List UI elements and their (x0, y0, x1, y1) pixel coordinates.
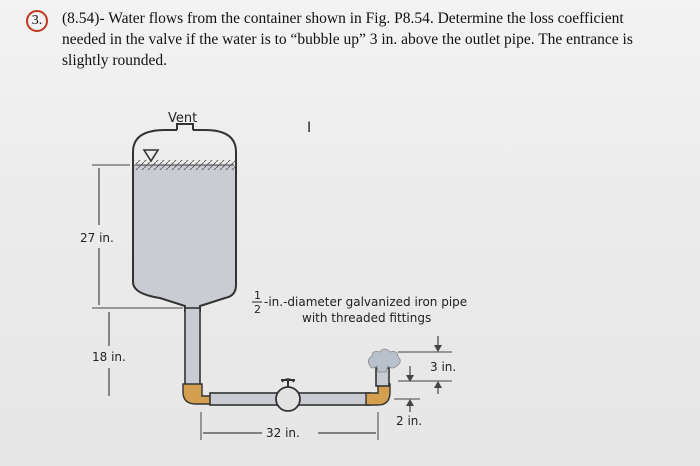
free-surface-symbol (142, 149, 160, 163)
tank-water (133, 165, 236, 310)
dim-3-arrowhead-top (434, 345, 442, 352)
dim-2-arrowhead-top (406, 375, 414, 382)
right-elbow (365, 383, 391, 406)
pipe-desc-line2: with threaded fittings (302, 311, 431, 325)
dim-3-label: 3 in. (430, 360, 456, 374)
dim-32-label: 32 in. (266, 426, 300, 440)
pipe-desc-line1: -in.-diameter galvanized iron pipe (264, 295, 467, 309)
pipe-fraction-num: 1 (254, 289, 261, 302)
vent-pipe (176, 123, 194, 130)
tank-outline (132, 129, 237, 312)
dim-3-arrowhead-bot (434, 381, 442, 388)
text-cursor-icon: I (307, 120, 311, 136)
dim-2-arrowhead-bot (406, 399, 414, 406)
dim-2-label: 2 in. (396, 414, 422, 428)
valve (275, 386, 301, 412)
problem-number: 3. (26, 10, 48, 32)
left-elbow (182, 383, 213, 405)
vertical-pipe (184, 307, 201, 387)
vent-label: Vent (168, 111, 197, 126)
problem-text: (8.54)- Water flows from the container s… (62, 10, 633, 69)
pipe-fraction-den: 2 (254, 303, 261, 316)
valve-hub (281, 378, 295, 383)
bubble-up-water (368, 348, 401, 373)
dim-18-label: 18 in. (92, 350, 126, 364)
dim-27-label: 27 in. (80, 231, 114, 245)
